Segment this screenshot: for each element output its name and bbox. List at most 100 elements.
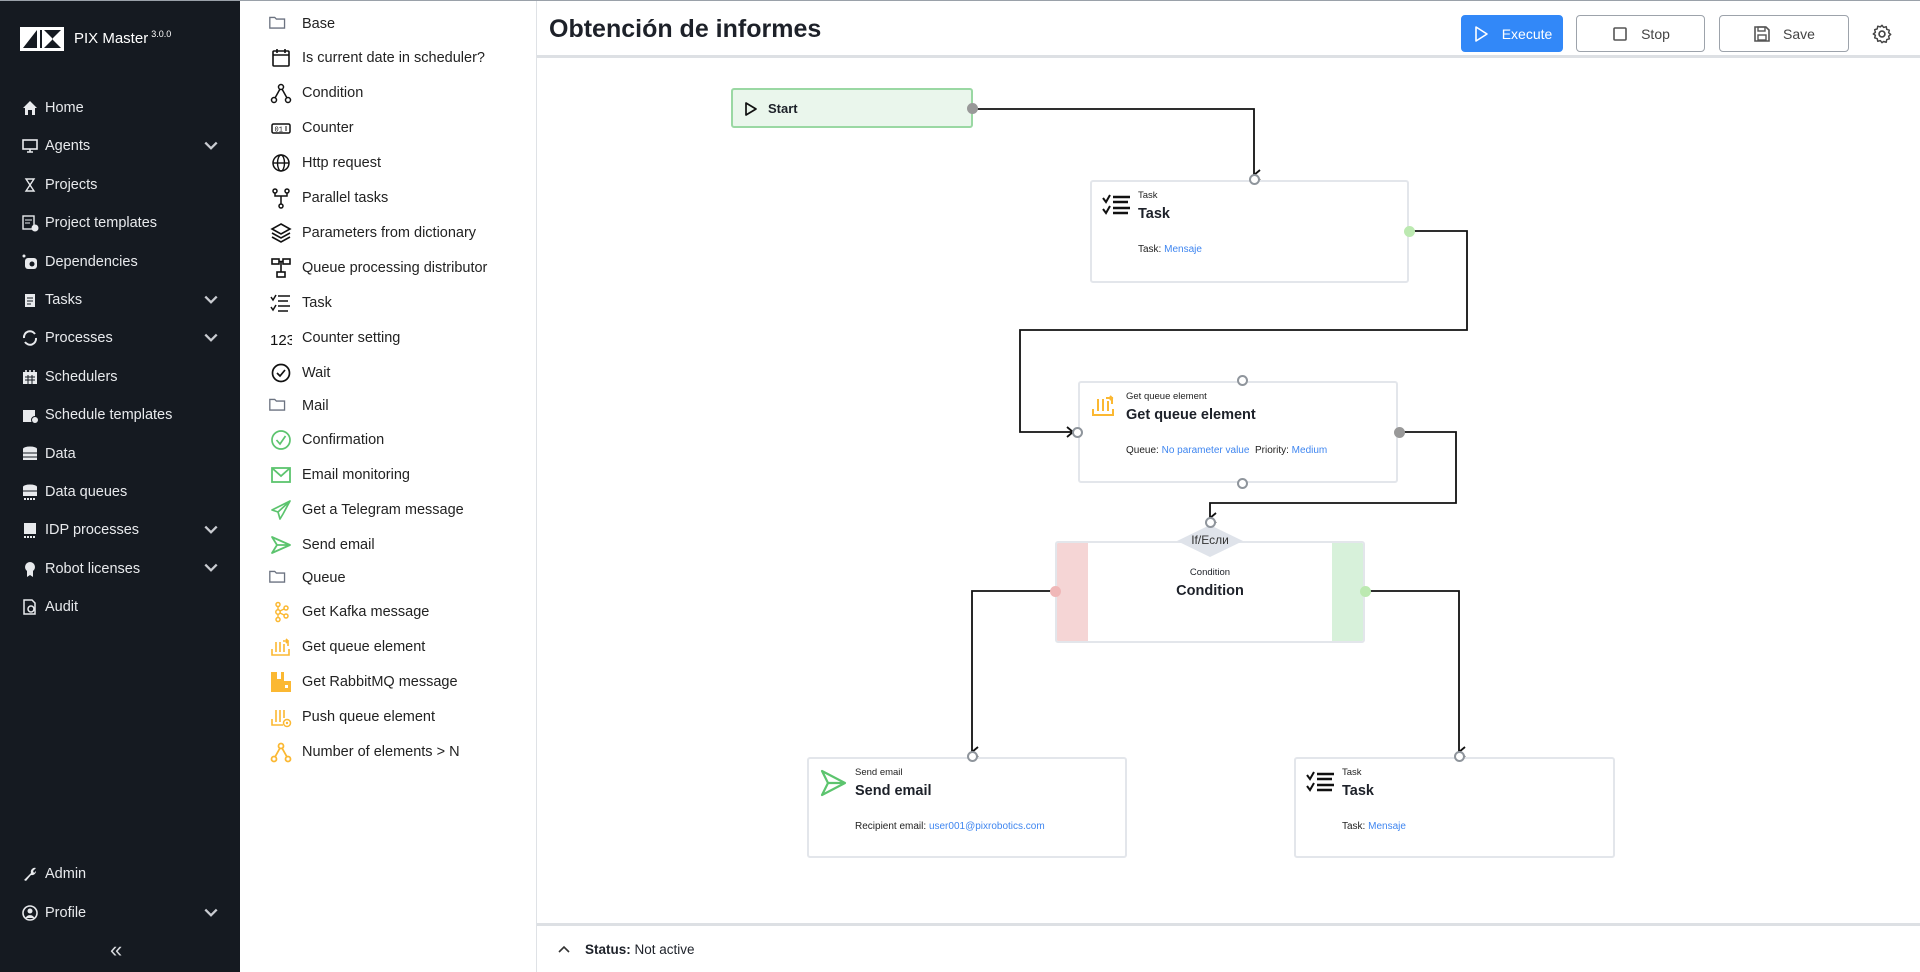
folder-icon <box>269 398 286 411</box>
execute-label: Execute <box>1501 25 1553 42</box>
false-branch-strip <box>1057 543 1088 641</box>
status-bar: Status: Not active <box>537 923 1920 972</box>
gear-icon[interactable] <box>1871 23 1893 45</box>
clipboard-icon <box>25 294 35 307</box>
get-queue-bottom-port[interactable] <box>1237 478 1248 489</box>
sidebar-item-schedulers[interactable]: Schedulers <box>0 359 240 395</box>
task-output-port[interactable] <box>1404 226 1415 237</box>
user-circle-icon <box>22 905 38 921</box>
check-circle-icon <box>271 429 291 450</box>
palette-item-get-rabbitmq-message[interactable]: Get RabbitMQ message <box>240 664 536 699</box>
send-email-node[interactable]: Send email Send email Recipient email: u… <box>807 757 1127 858</box>
node-param: Task: Mensaje <box>1342 821 1406 832</box>
condition-orange-icon <box>270 742 292 762</box>
palette-item-email-monitoring[interactable]: Email monitoring <box>240 457 536 492</box>
stop-button[interactable]: Stop <box>1576 15 1705 52</box>
sidebar-item-schedule-templates[interactable]: Schedule templates <box>0 397 240 433</box>
palette-item-get-a-telegram-message[interactable]: Get a Telegram message <box>240 492 536 527</box>
palette-item-parallel-tasks[interactable]: Parallel tasks <box>240 180 536 215</box>
palette-item-label: Task <box>302 294 332 311</box>
sidebar-item-home[interactable]: Home <box>0 90 240 126</box>
palette-item-number-of-elements-n[interactable]: Number of elements > N <box>240 734 536 769</box>
sidebar-item-processes[interactable]: Processes <box>0 320 240 356</box>
sidebar-item-dependencies[interactable]: Dependencies <box>0 244 240 280</box>
send-email-input-port[interactable] <box>967 751 978 762</box>
queue-label: Queue: <box>1126 445 1159 456</box>
node-type-label: Condition <box>1189 567 1231 578</box>
task-input-port[interactable] <box>1454 751 1465 762</box>
sidebar-item-label: Audit <box>45 599 79 616</box>
start-output-port[interactable] <box>967 103 978 114</box>
sidebar-item-label: Profile <box>45 905 87 921</box>
node-type-label: Task <box>1342 767 1362 778</box>
collapse-sidebar-button[interactable]: « <box>110 937 123 962</box>
get-queue-input-port[interactable] <box>1072 427 1083 438</box>
if-label: If/Если <box>1191 533 1229 547</box>
sidebar-item-tasks[interactable]: Tasks <box>0 282 240 318</box>
wrench-icon <box>24 867 37 881</box>
palette-item-parameters-from-dictionary[interactable]: Parameters from dictionary <box>240 215 536 250</box>
calendar-icon <box>23 369 37 384</box>
execute-button[interactable]: Execute <box>1461 15 1563 52</box>
sidebar-item-agents[interactable]: Agents <box>0 128 240 164</box>
sidebar-item-data[interactable]: Data <box>0 436 240 472</box>
get-queue-element-node[interactable]: Get queue element Get queue element Queu… <box>1078 381 1398 483</box>
palette-item-http-request[interactable]: Http request <box>240 145 536 180</box>
palette-item-is-current-date-in-scheduler[interactable]: Is current date in scheduler? <box>240 40 536 75</box>
sidebar-item-profile[interactable]: Profile <box>0 895 240 931</box>
hierarchy-icon <box>271 257 291 278</box>
sidebar-item-project-templates[interactable]: Project templates <box>0 205 240 241</box>
node-title: Task <box>1138 206 1170 222</box>
condition-true-port[interactable] <box>1360 586 1371 597</box>
queue-get-icon <box>1092 395 1114 416</box>
stop-label: Stop <box>1641 25 1670 42</box>
sidebar-item-projects[interactable]: Projects <box>0 167 240 203</box>
condition-false-port[interactable] <box>1050 586 1061 597</box>
palette-item-queue-processing-distributor[interactable]: Queue processing distributor <box>240 250 536 285</box>
license-icon <box>25 561 35 577</box>
task-input-port[interactable] <box>1249 174 1260 185</box>
sidebar-item-data-queues[interactable]: Data queues <box>0 474 240 510</box>
task-node[interactable]: Task Task Task: Mensaje <box>1294 757 1615 858</box>
edge-condition-false-to-send-email <box>970 590 1055 758</box>
queue-get-icon <box>271 637 290 656</box>
priority-value-link[interactable]: Medium <box>1291 445 1328 456</box>
node-type-label: Get queue element <box>1126 391 1207 402</box>
node-title: Get queue element <box>1126 407 1256 423</box>
palette-folder-base[interactable]: Base <box>240 8 536 40</box>
palette-item-label: Queue <box>302 570 346 586</box>
palette-folder-mail[interactable]: Mail <box>240 390 536 422</box>
save-button[interactable]: Save <box>1719 15 1849 52</box>
sidebar-item-robot-licenses[interactable]: Robot licenses <box>0 551 240 587</box>
palette-item-get-queue-element[interactable]: Get queue element <box>240 629 536 664</box>
queue-value-link[interactable]: No parameter value <box>1161 445 1250 456</box>
palette-item-send-email[interactable]: Send email <box>240 527 536 562</box>
param-value-link[interactable]: Mensaje <box>1368 821 1406 832</box>
chevron-up-icon[interactable] <box>557 942 571 956</box>
palette-item-condition[interactable]: Condition <box>240 75 536 110</box>
floppy-disk-icon <box>1754 25 1770 42</box>
get-queue-output-port[interactable] <box>1394 427 1405 438</box>
palette-item-push-queue-element[interactable]: Push queue element <box>240 699 536 734</box>
task-node[interactable]: Task Task Task: Mensaje <box>1090 180 1409 283</box>
get-queue-top-port[interactable] <box>1237 375 1248 386</box>
sidebar-item-audit[interactable]: Audit <box>0 589 240 625</box>
palette-item-get-kafka-message[interactable]: Get Kafka message <box>240 594 536 629</box>
param-value-link[interactable]: user001@pixrobotics.com <box>928 821 1045 832</box>
palette-item-label: Get queue element <box>302 638 426 655</box>
palette-item-wait[interactable]: Wait <box>240 355 536 390</box>
palette-folder-queue[interactable]: Queue <box>240 562 536 594</box>
sidebar-item-label: Data queues <box>45 484 128 500</box>
start-node[interactable]: Start <box>731 88 973 128</box>
param-value-link[interactable]: Mensaje <box>1164 244 1202 255</box>
sidebar-item-admin[interactable]: Admin <box>0 856 240 892</box>
palette-item-task[interactable]: Task <box>240 285 536 320</box>
palette-item-confirmation[interactable]: Confirmation <box>240 422 536 457</box>
database-icon <box>23 446 37 460</box>
sidebar-item-idp-processes[interactable]: IDP processes <box>0 512 240 548</box>
condition-input-port[interactable] <box>1205 517 1216 528</box>
